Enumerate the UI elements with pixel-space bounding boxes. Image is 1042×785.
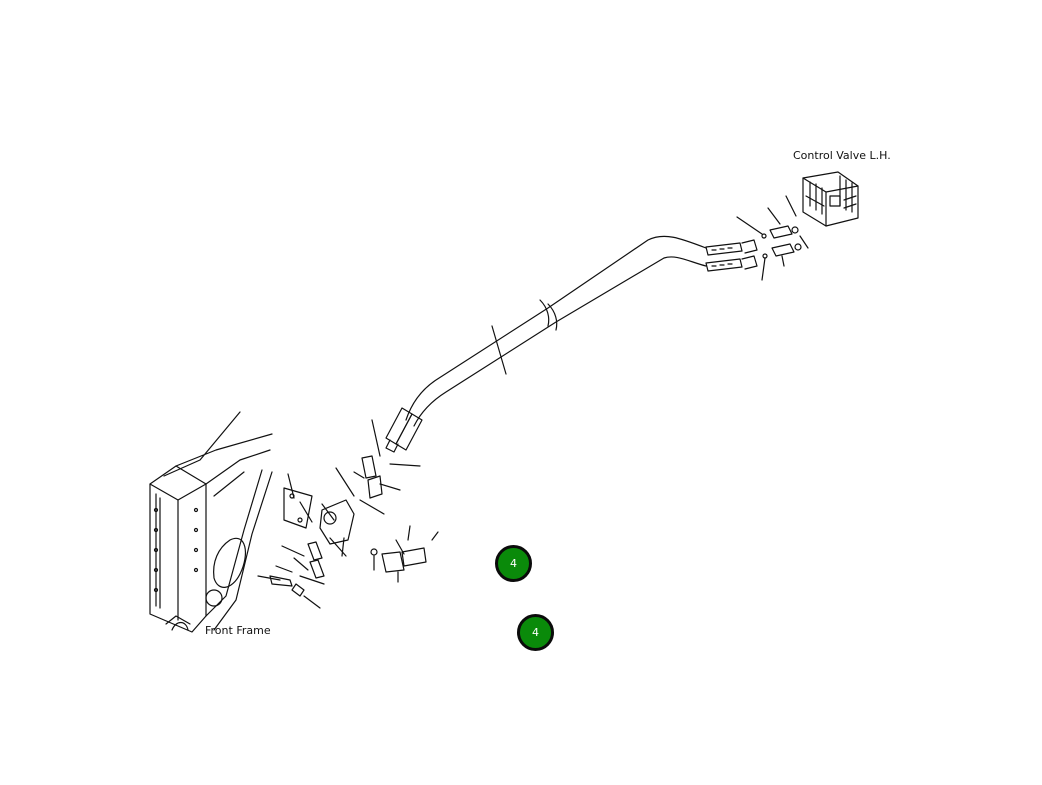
callout-marker[interactable]: 4 — [517, 614, 554, 651]
control-valve — [802, 171, 859, 227]
valve-fittings — [736, 195, 809, 281]
callout-marker[interactable]: 4 — [495, 545, 532, 582]
front-frame — [149, 411, 273, 633]
hose-ends-upper — [705, 239, 758, 272]
front-frame-label: Front Frame — [205, 624, 271, 637]
hydraulic-hoses — [405, 235, 707, 427]
hose-ends-lower — [371, 407, 423, 467]
manifold-fittings — [257, 455, 439, 609]
control-valve-label: Control Valve L.H. — [793, 149, 891, 162]
